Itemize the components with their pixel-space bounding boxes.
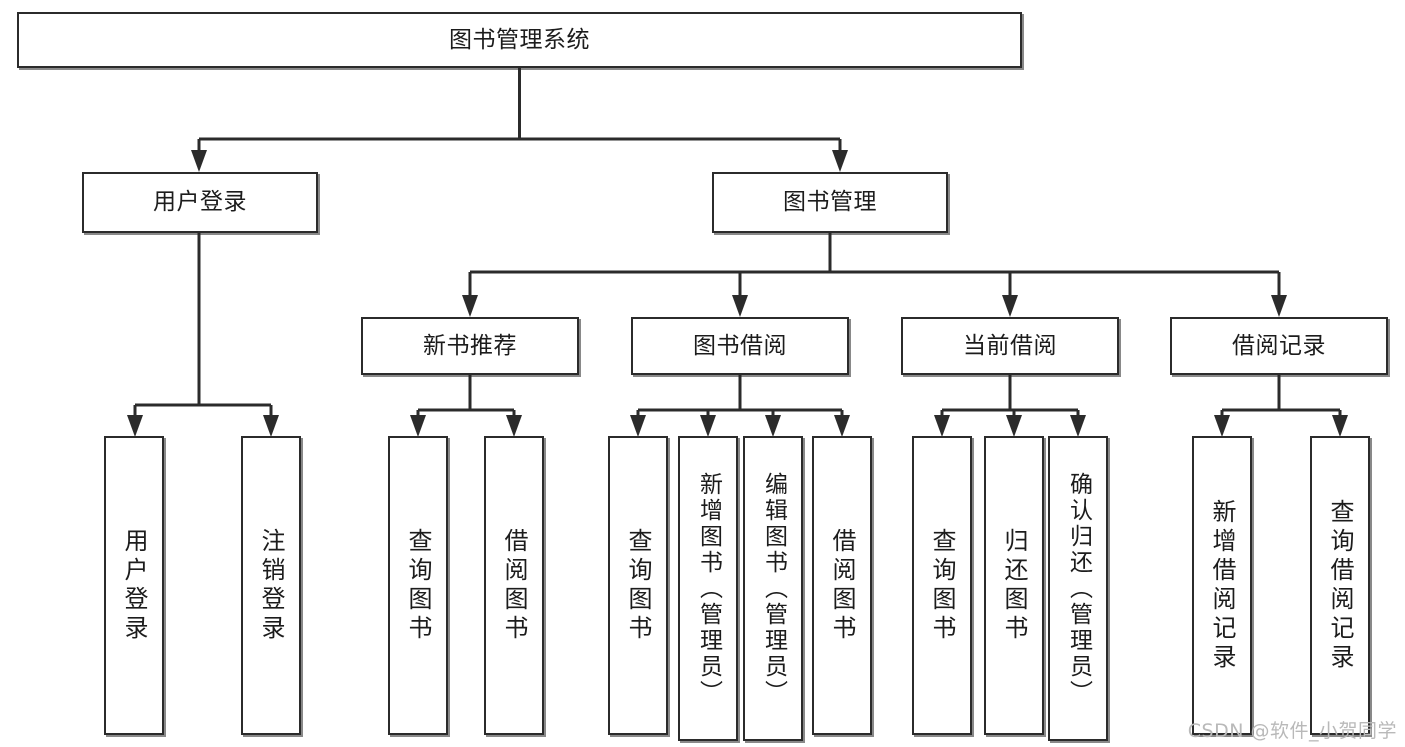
node-label: 查询图书 [624, 527, 652, 644]
node-l3-current-borrow[interactable]: 当前借阅 [901, 317, 1119, 375]
node-label: 当前借阅 [963, 332, 1057, 359]
node-leaf-leaf-borrow-book-1[interactable]: 借阅图书 [484, 436, 544, 735]
arrowhead-18 [1332, 415, 1348, 437]
node-l3-book-borrow[interactable]: 图书借阅 [631, 317, 849, 375]
arrowhead-16 [1070, 415, 1086, 437]
node-l2-user-login[interactable]: 用户登录 [82, 172, 318, 233]
arrowhead-13 [834, 415, 850, 437]
node-root-root[interactable]: 图书管理系统 [17, 12, 1022, 68]
node-l2-book-manage[interactable]: 图书管理 [712, 172, 948, 233]
arrowhead-10 [630, 415, 646, 437]
connector-path-6 [1220, 375, 1342, 428]
arrowhead-14 [934, 415, 950, 437]
node-label: 借阅图书 [828, 527, 856, 644]
node-label: 新书推荐 [423, 332, 517, 359]
arrowhead-1 [832, 150, 848, 172]
node-leaf-leaf-return-book[interactable]: 归还图书 [984, 436, 1044, 735]
node-label: 编辑图书（管理员） [760, 471, 787, 706]
connector-path-1 [133, 233, 273, 428]
arrowhead-12 [765, 415, 781, 437]
arrowhead-15 [1006, 415, 1022, 437]
arrowhead-4 [462, 295, 478, 317]
arrowhead-5 [732, 295, 748, 317]
connector-path-4 [636, 375, 844, 428]
node-label: 用户登录 [120, 527, 148, 644]
node-leaf-leaf-query-book-1[interactable]: 查询图书 [388, 436, 448, 735]
node-label: 图书管理系统 [449, 26, 590, 53]
node-label: 归还图书 [1000, 527, 1028, 644]
node-leaf-leaf-add-book-admin[interactable]: 新增图书（管理员） [678, 436, 738, 741]
arrowhead-6 [1002, 295, 1018, 317]
arrowhead-0 [191, 150, 207, 172]
arrowhead-11 [700, 415, 716, 437]
node-label: 查询图书 [928, 527, 956, 644]
node-label: 图书管理 [783, 189, 877, 216]
connector-path-2 [468, 233, 1281, 308]
csdn-watermark: CSDN @软件_小贺同学 [1187, 720, 1397, 742]
arrowhead-17 [1214, 415, 1230, 437]
node-label: 图书借阅 [693, 332, 787, 359]
node-leaf-leaf-user-logout[interactable]: 注销登录 [241, 436, 301, 735]
arrowhead-8 [410, 415, 426, 437]
node-l3-new-book-recommend[interactable]: 新书推荐 [361, 317, 579, 375]
node-leaf-leaf-query-book-3[interactable]: 查询图书 [912, 436, 972, 735]
node-label: 借阅记录 [1232, 332, 1326, 359]
node-leaf-leaf-user-login[interactable]: 用户登录 [104, 436, 164, 735]
node-leaf-leaf-query-borrow-record[interactable]: 查询借阅记录 [1310, 436, 1370, 735]
node-label: 用户登录 [153, 189, 247, 216]
arrowhead-7 [1271, 295, 1287, 317]
node-label: 查询图书 [404, 527, 432, 644]
node-l3-borrow-record[interactable]: 借阅记录 [1170, 317, 1388, 375]
connector-path-3 [416, 375, 516, 428]
node-label: 确认归还（管理员） [1065, 471, 1092, 706]
node-leaf-leaf-borrow-book-2[interactable]: 借阅图书 [812, 436, 872, 735]
node-leaf-leaf-edit-book-admin[interactable]: 编辑图书（管理员） [743, 436, 803, 741]
connector-path-0 [197, 68, 842, 163]
node-label: 新增借阅记录 [1208, 498, 1236, 673]
arrowhead-2 [127, 415, 143, 437]
connector-path-5 [940, 375, 1080, 428]
node-label: 注销登录 [257, 527, 285, 644]
node-leaf-leaf-confirm-return-admin[interactable]: 确认归还（管理员） [1048, 436, 1108, 741]
node-label: 新增图书（管理员） [695, 471, 722, 706]
node-label: 查询借阅记录 [1326, 498, 1354, 673]
node-leaf-leaf-query-book-2[interactable]: 查询图书 [608, 436, 668, 735]
arrowhead-3 [263, 415, 279, 437]
node-leaf-leaf-add-borrow-record[interactable]: 新增借阅记录 [1192, 436, 1252, 735]
node-label: 借阅图书 [500, 527, 528, 644]
arrowhead-9 [506, 415, 522, 437]
